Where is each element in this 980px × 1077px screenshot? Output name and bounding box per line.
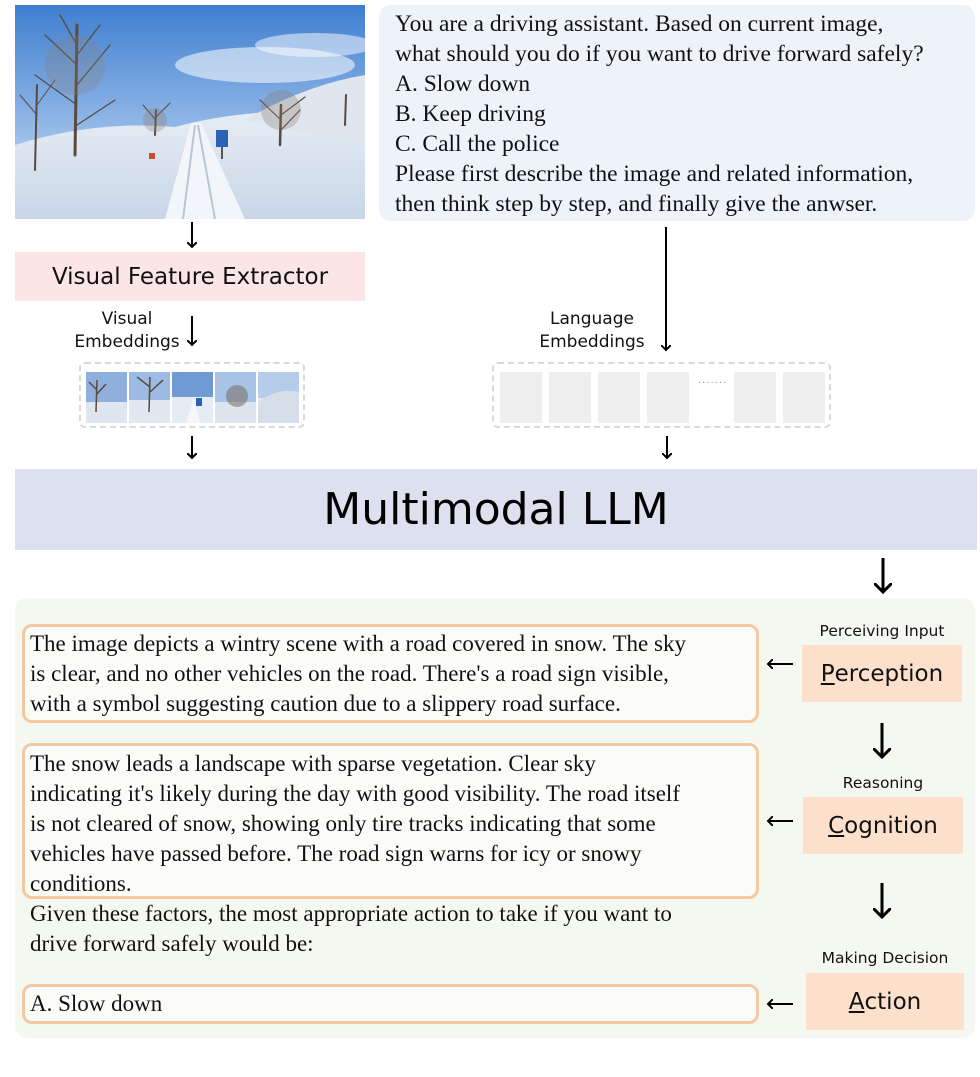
language-token [734, 372, 776, 423]
visual-token [172, 372, 213, 423]
cognition-text: The snow leads a landscape with sparse v… [30, 751, 680, 896]
reasoning-label: Reasoning [842, 774, 924, 792]
perceiving-input-label: Perceiving Input [819, 622, 945, 640]
visual-embeddings-label: Visual Embeddings [74, 309, 180, 352]
language-token [549, 372, 591, 423]
multimodal-llm-block: Multimodal LLM [15, 469, 977, 550]
language-token [647, 372, 689, 423]
snowy-road-image [15, 5, 365, 219]
language-embeddings-label: Language Embeddings [539, 309, 645, 352]
prompt-line: B. Keep driving [395, 101, 546, 127]
prompt-line: You are a driving assistant. Based on cu… [395, 11, 884, 37]
transition-text: Given these factors, the most appropriat… [30, 901, 672, 956]
making-decision-label: Making Decision [821, 949, 949, 967]
token-ellipsis: ······· [698, 378, 728, 389]
language-embeddings-block: ······· [492, 362, 831, 428]
visual-feature-extractor: Visual Feature Extractor [15, 252, 365, 301]
perception-output-box [22, 624, 759, 723]
prompt-line: what should you do if you want to drive … [395, 41, 924, 67]
visual-embeddings-block [79, 362, 305, 428]
visual-token [129, 372, 170, 423]
language-token [598, 372, 640, 423]
action-output-box [22, 984, 759, 1024]
prompt-line: Please first describe the image and rela… [395, 161, 914, 187]
visual-token [215, 372, 256, 423]
language-token [783, 372, 825, 423]
visual-token [86, 372, 127, 423]
cognition-output-box [22, 743, 759, 899]
prompt-line: then think step by step, and finally giv… [395, 191, 878, 217]
perception-text: The image depicts a wintry scene with a … [30, 631, 686, 716]
visual-token [258, 372, 299, 423]
action-answer: A. Slow down [30, 991, 163, 1016]
language-token [500, 372, 542, 423]
prompt-line: A. Slow down [395, 71, 531, 97]
prompt-line: C. Call the police [395, 131, 560, 157]
prompt-box: You are a driving assistant. Based on cu… [379, 5, 975, 221]
